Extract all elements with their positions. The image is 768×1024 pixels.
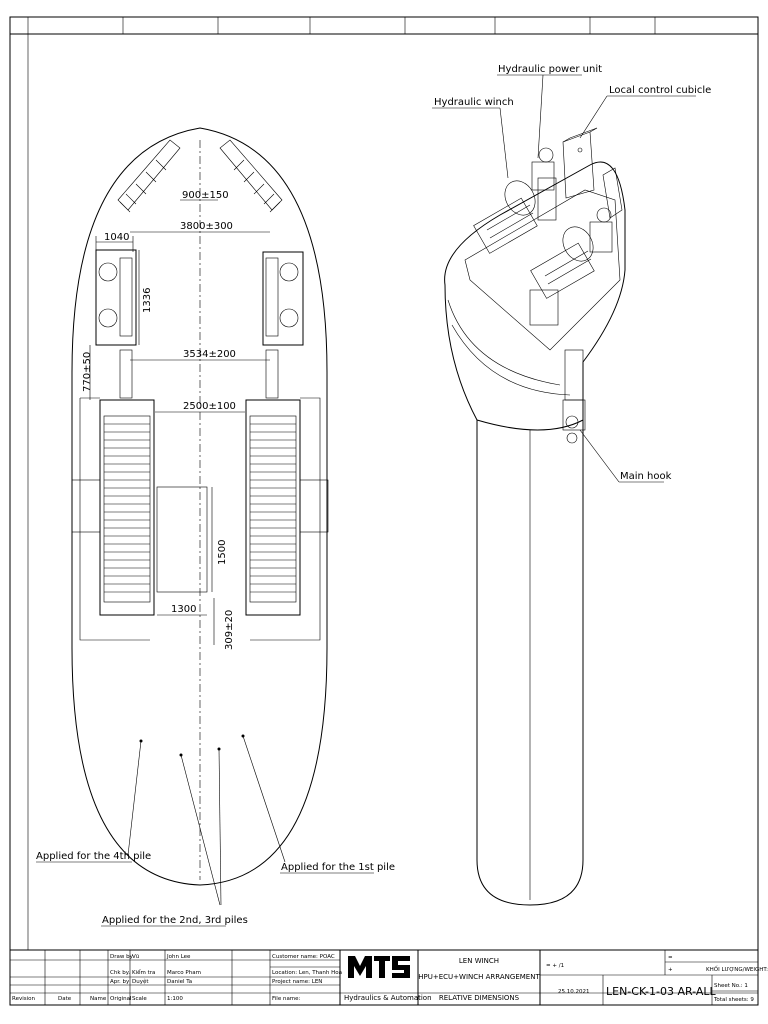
dim-900: 900±150 (182, 190, 229, 201)
tb-date: Date (58, 996, 72, 1002)
tb-revision: Revision (12, 996, 35, 1002)
dim-1500: 1500 (217, 540, 228, 565)
tb-location: Location: Len, Thanh Hoa (272, 970, 342, 976)
tb-chk-by-sig: Kiểm tra (132, 969, 155, 976)
callout-hydraulic-power-unit: Hydraulic power unit (498, 64, 602, 75)
tb-draw-by-name: John Lee (166, 954, 191, 960)
dim-309: 309±20 (224, 610, 235, 650)
tb-draw-by-sig: Vũ (132, 954, 139, 960)
isometric-view (432, 74, 696, 906)
tb-title-3: RELATIVE DIMENSIONS (439, 994, 520, 1002)
tb-scale-value: 1:100 (167, 996, 183, 1002)
tb-date-value: 25.10.2021 (558, 989, 590, 995)
callout-hydraulic-winch: Hydraulic winch (434, 97, 514, 108)
callout-1st-pile: Applied for the 1st pile (281, 862, 395, 873)
dim-1300: 1300 (171, 604, 196, 615)
tb-apr-by-sig: Duyệt (132, 978, 149, 985)
tb-customer: Customer name: POAC (272, 954, 335, 960)
tb-total-sheets: Total sheets: 9 (713, 997, 754, 1003)
tb-original: Original (110, 996, 132, 1002)
plan-view (36, 127, 374, 927)
callout-2nd-3rd-piles: Applied for the 2nd, 3rd piles (102, 915, 248, 926)
dim-3800: 3800±300 (180, 221, 233, 232)
tb-chk-by: Chk by. (110, 970, 130, 976)
tb-name: Name (90, 996, 107, 1002)
dim-1336: 1336 (142, 288, 153, 313)
callout-local-control-cubicle: Local control cubicle (609, 85, 711, 96)
dim-770: 770±50 (82, 352, 93, 392)
tb-company: Hydraulics & Automation (344, 994, 432, 1002)
callout-4th-pile: Applied for the 4th pile (36, 851, 151, 862)
dim-1040: 1040 (104, 232, 129, 243)
tb-drawing-no: LEN-CK-1-03 AR-ALL (606, 985, 717, 998)
company-logo (348, 956, 410, 978)
tb-weight: KHỐI LƯỢNG/WEIGHT: (706, 965, 768, 973)
tb-draw-by: Draw by (110, 954, 134, 960)
tb-chk-by-name: Marco Pham (167, 970, 201, 976)
tb-project: Project name: LEN (272, 979, 322, 985)
tb-scale-label: Scale (132, 996, 147, 1002)
tb-file: File name: (272, 996, 301, 1002)
tb-marks: = + /1 (546, 963, 564, 969)
tb-sheet-no: Sheet No.: 1 (714, 983, 748, 989)
tb-eq: = (668, 955, 673, 961)
tb-apr-by: Apr. by (110, 979, 130, 985)
dim-3534: 3534±200 (183, 349, 236, 360)
callout-main-hook: Main hook (620, 471, 672, 482)
title-block (9, 949, 759, 1006)
tb-title-2: HPU+ECU+WINCH ARRANGEMENT (418, 973, 540, 981)
tb-plus: + (668, 967, 673, 973)
tb-title-1: LEN WINCH (459, 957, 499, 965)
tb-apr-by-name: Daniel Ta (167, 979, 192, 985)
dim-2500: 2500±100 (183, 401, 236, 412)
